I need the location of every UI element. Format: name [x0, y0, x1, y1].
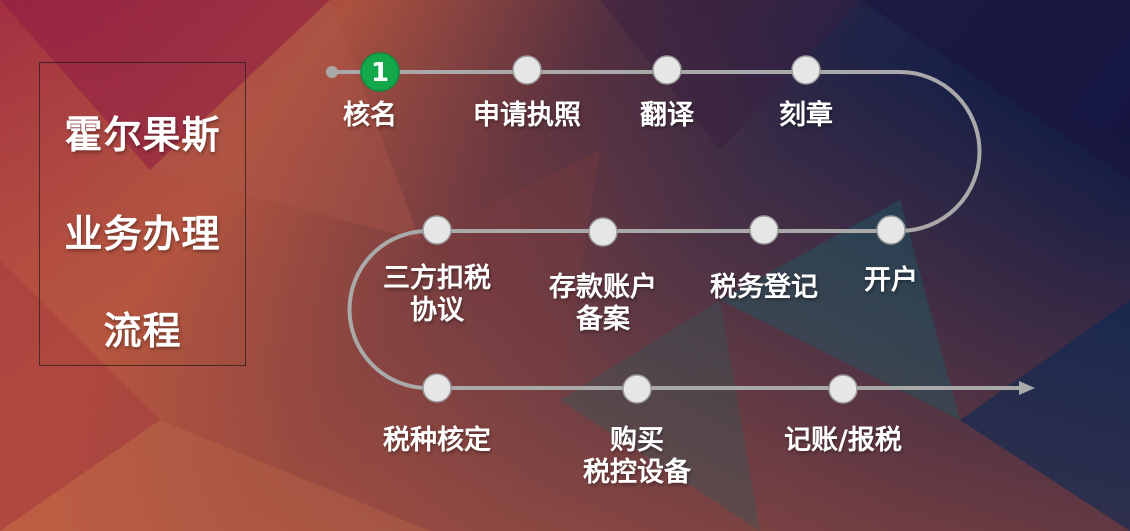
title-line-1: 霍尔果斯 — [64, 113, 221, 157]
title-line-2: 业务办理 — [64, 212, 221, 256]
step-label-line: 开户 — [864, 265, 918, 296]
step-node — [422, 373, 452, 403]
step-node — [749, 215, 779, 245]
step-label-line: 税务登记 — [710, 272, 818, 303]
step-label-line: 三方扣税 — [383, 263, 491, 294]
track-start-dot — [326, 66, 338, 78]
step-label: 购买税控设备 — [583, 425, 691, 489]
step-label-line: 税控设备 — [583, 457, 691, 488]
step-node — [422, 215, 452, 245]
step-node — [791, 55, 821, 85]
step-node — [652, 55, 682, 85]
step-label: 税务登记 — [710, 272, 818, 304]
step-node — [622, 374, 652, 404]
step-number-badge: 1 — [371, 58, 389, 88]
step-label-line: 税种核定 — [383, 425, 491, 456]
step-label-line: 申请执照 — [473, 100, 581, 131]
step-label: 刻章 — [779, 100, 833, 132]
flow-nodes: 1 — [360, 52, 906, 404]
arrow-head-icon — [1019, 381, 1035, 395]
step-label: 记账/报税 — [784, 425, 902, 457]
step-node — [512, 55, 542, 85]
step-label-line: 存款账户 — [549, 272, 657, 303]
step-label: 申请执照 — [473, 100, 581, 132]
step-node — [828, 374, 858, 404]
step-label-line: 协议 — [410, 295, 464, 326]
step-node — [876, 215, 906, 245]
step-label-line: 核名 — [343, 100, 397, 131]
flow-track — [332, 70, 1022, 390]
step-label-line: 刻章 — [779, 100, 833, 131]
step-label: 核名 — [343, 100, 397, 132]
title-line-3: 流程 — [103, 309, 182, 353]
step-node — [588, 217, 618, 247]
step-node-active — [360, 52, 400, 92]
title-box: 霍尔果斯 业务办理 流程 — [39, 62, 246, 366]
step-label-line: 翻译 — [640, 100, 694, 131]
step-label: 开户 — [864, 265, 918, 297]
step-label-line: 记账/报税 — [784, 425, 902, 456]
step-label: 税种核定 — [383, 425, 491, 457]
step-label-line: 购买 — [610, 425, 664, 456]
step-label-line: 备案 — [576, 304, 630, 335]
step-label: 存款账户备案 — [549, 272, 657, 336]
step-label: 三方扣税协议 — [383, 263, 491, 327]
step-label: 翻译 — [640, 100, 694, 132]
